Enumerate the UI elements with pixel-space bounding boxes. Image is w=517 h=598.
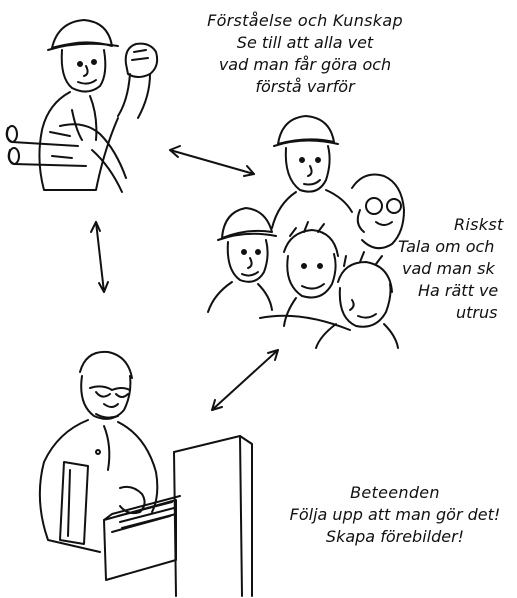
- worker-group: [207, 115, 405, 349]
- worker-at-cabinet: [38, 350, 253, 597]
- arrow-top-to-bottom: [90, 221, 109, 293]
- caption-risk-line-1: Tala om och: [398, 237, 495, 256]
- caption-understanding-line-2: vad man får göra och: [218, 55, 392, 74]
- caption-understanding-line-3: förstå varför: [255, 77, 355, 96]
- caption-behaviour-line-1: Följa upp att man gör det!: [289, 505, 501, 524]
- caption-understanding-line-1: Se till att alla vet: [236, 33, 374, 52]
- arrow-group-to-bottom: [211, 349, 279, 411]
- caption-behaviour-line-2: Skapa förebilder!: [325, 527, 465, 546]
- caption-behaviour-title: Beteenden: [350, 483, 440, 502]
- arrow-top-to-group: [169, 145, 255, 177]
- caption-understanding: Förståelse och Kunskap Se till att alla …: [180, 10, 430, 98]
- caption-risk-line-2: vad man sk: [402, 259, 495, 278]
- caption-risk-line-4: utrus: [456, 303, 498, 322]
- worker-with-blueprints: [5, 19, 159, 193]
- caption-understanding-title: Förståelse och Kunskap: [207, 11, 403, 30]
- caption-risk-line-3: Ha rätt ve: [418, 281, 499, 300]
- caption-behaviour: Beteenden Följa upp att man gör det! Ska…: [270, 482, 517, 548]
- caption-risk: Riskst Tala om och vad man sk Ha rätt ve…: [398, 214, 517, 324]
- caption-risk-title: Riskst: [454, 215, 504, 234]
